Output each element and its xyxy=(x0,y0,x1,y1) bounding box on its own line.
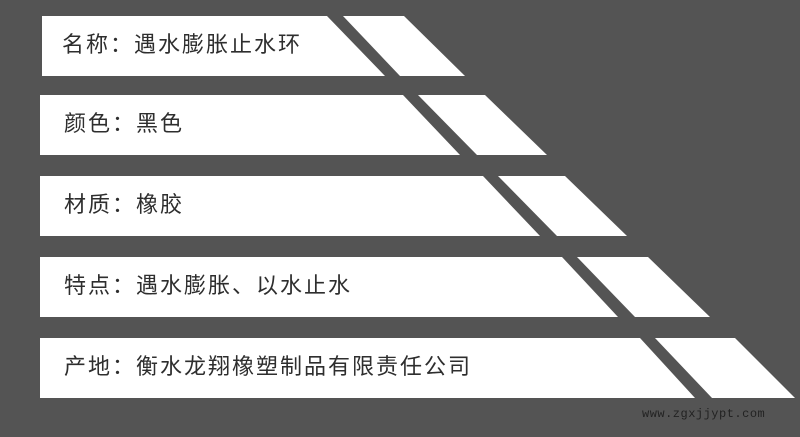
product-origin: 产地：衡水龙翔橡塑制品有限责任公司 xyxy=(64,355,473,380)
banner-3 xyxy=(40,176,540,236)
banner-5 xyxy=(40,338,695,398)
banner-1 xyxy=(42,16,385,76)
product-material: 材质：橡胶 xyxy=(64,193,185,218)
banner-2-stripe xyxy=(418,95,547,155)
product-name: 名称：遇水膨胀止水环 xyxy=(62,33,303,58)
product-color: 颜色：黑色 xyxy=(64,112,185,137)
banner-3-stripe xyxy=(498,176,627,236)
banner-1-stripe xyxy=(343,16,465,76)
product-features: 特点：遇水膨胀、以水止水 xyxy=(64,274,353,299)
banner-2 xyxy=(40,95,460,155)
watermark: www.zgxjjypt.com xyxy=(642,407,766,421)
banner-4 xyxy=(40,257,618,317)
banner-4-stripe xyxy=(577,257,710,317)
banner-5-stripe xyxy=(655,338,795,398)
